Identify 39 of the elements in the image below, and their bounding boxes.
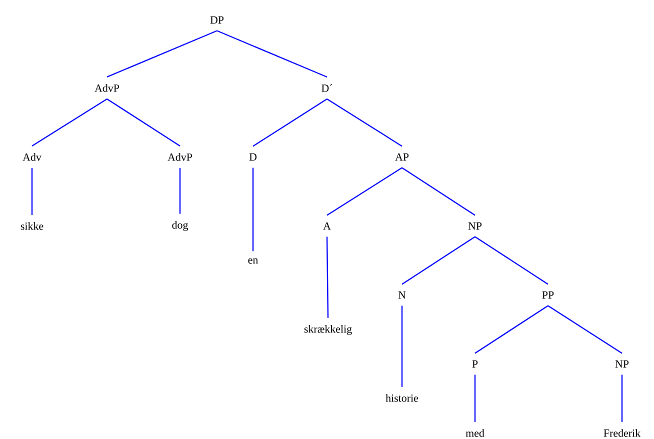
tree-label: Frederik bbox=[604, 429, 641, 437]
tree-branch bbox=[326, 236, 329, 318]
tree-label: AdvP bbox=[168, 153, 192, 161]
tree-branch bbox=[106, 98, 180, 146]
tree-branch bbox=[402, 236, 476, 285]
tree-label: DP bbox=[210, 16, 224, 24]
tree-branch bbox=[326, 167, 402, 216]
tree-label: AP bbox=[395, 153, 409, 161]
tree-label: med bbox=[466, 429, 484, 437]
tree-branch bbox=[402, 167, 476, 216]
tree-branch bbox=[252, 168, 254, 252]
tree-label: sikke bbox=[20, 222, 44, 230]
tree-branch bbox=[179, 168, 181, 214]
tree-branch bbox=[401, 306, 403, 387]
tree-label: A bbox=[323, 222, 331, 230]
tree-label: historie bbox=[386, 394, 418, 402]
tree-label: D bbox=[249, 153, 257, 161]
tree-label: en bbox=[248, 258, 258, 264]
tree-branch bbox=[621, 374, 623, 422]
tree-branch bbox=[548, 305, 622, 354]
tree-label: Adv bbox=[22, 153, 42, 161]
tree-branch bbox=[474, 236, 548, 285]
tree-branch bbox=[474, 374, 476, 422]
tree-label: NP bbox=[468, 222, 482, 230]
tree-branch bbox=[106, 30, 218, 78]
tree-branch bbox=[216, 30, 328, 78]
tree-branch bbox=[32, 98, 108, 146]
tree-branch bbox=[326, 98, 402, 147]
tree-label: dog bbox=[172, 221, 188, 231]
tree-label: skrækkelig bbox=[304, 325, 352, 335]
tree-label: D´ bbox=[322, 84, 332, 92]
tree-branch bbox=[31, 168, 33, 215]
tree-label: AdvP bbox=[94, 84, 120, 92]
tree-label: N bbox=[398, 291, 406, 299]
tree-label: P bbox=[472, 360, 478, 368]
tree-branch bbox=[252, 98, 328, 147]
tree-branch bbox=[474, 305, 548, 354]
tree-label: PP bbox=[542, 291, 554, 299]
tree-label: NP bbox=[615, 360, 629, 368]
